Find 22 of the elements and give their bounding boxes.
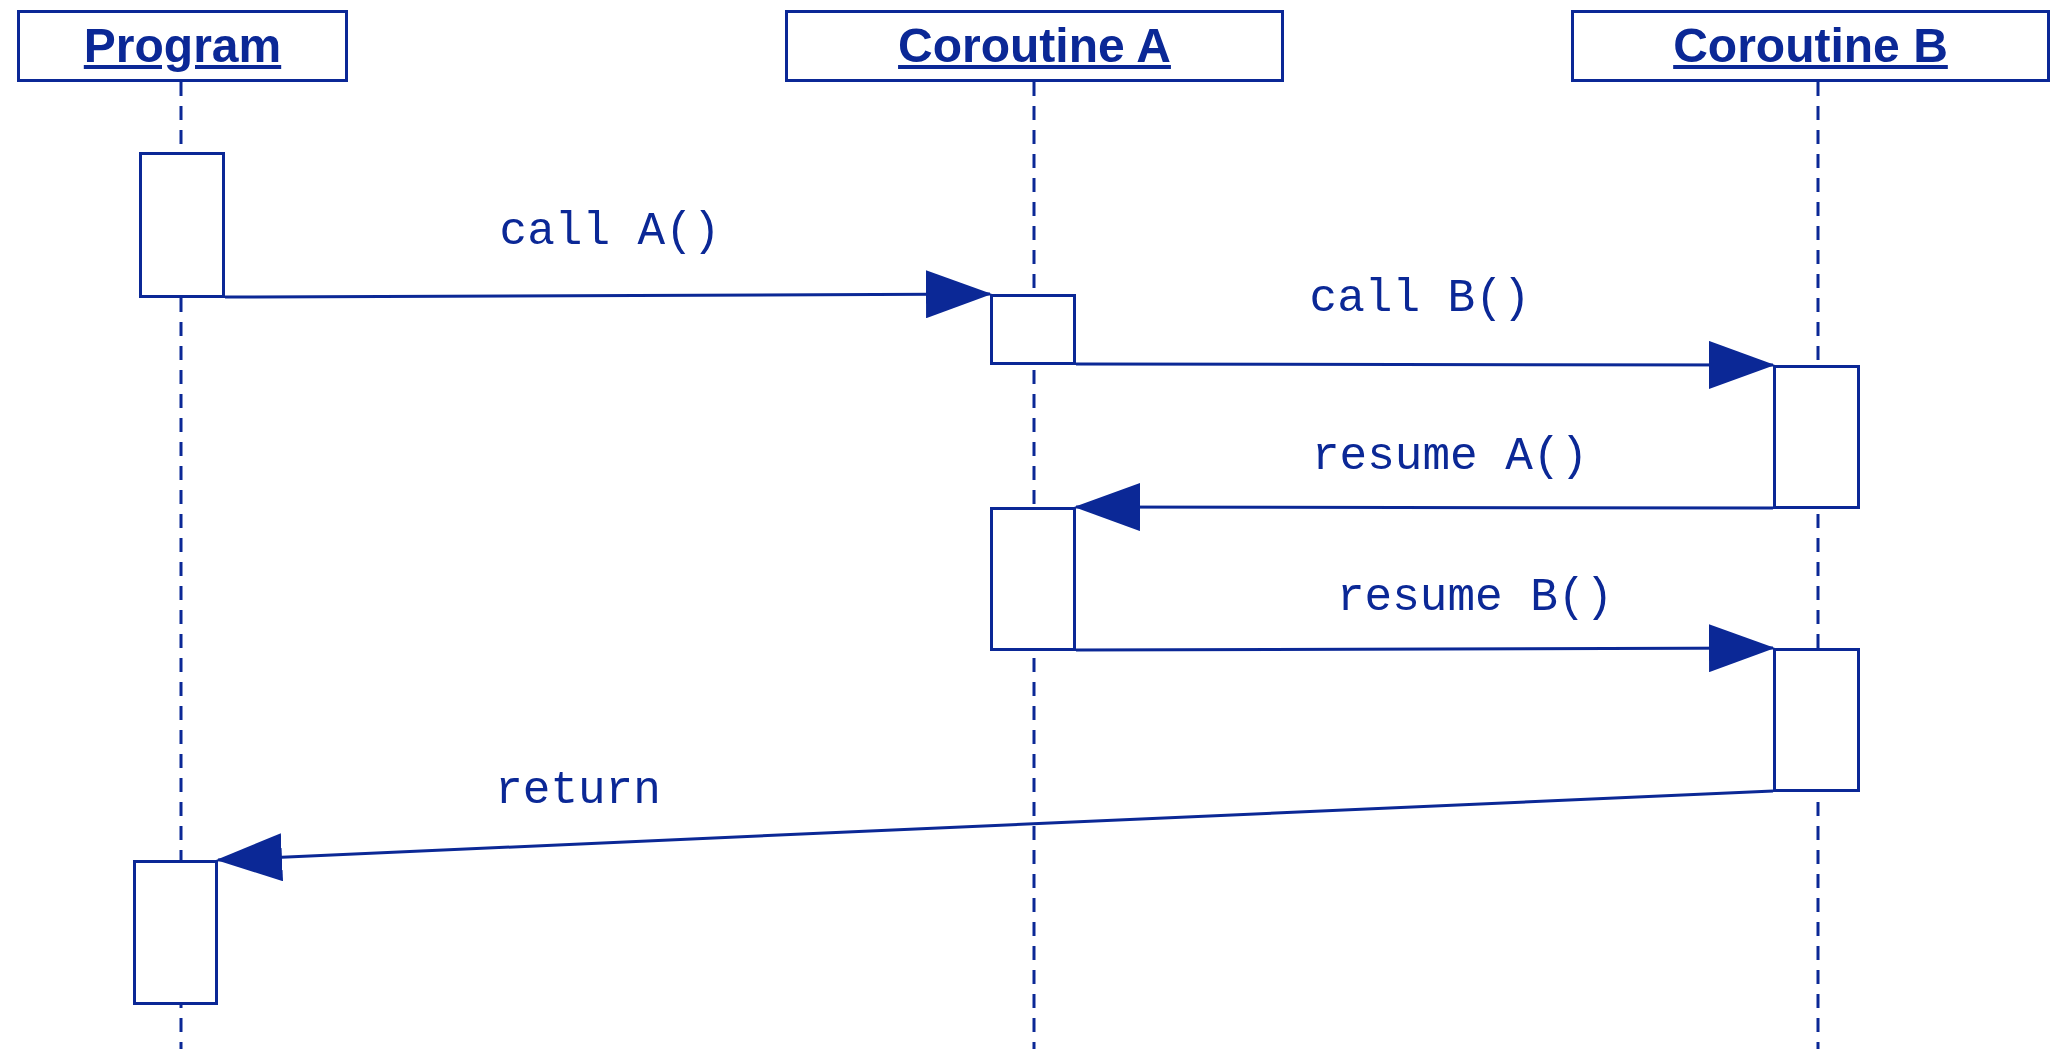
- participant-name: Coroutine A: [898, 22, 1171, 70]
- arrow: [1076, 340, 1775, 389]
- activation-box: [1773, 648, 1860, 792]
- edge-label: call B(): [1309, 276, 1531, 322]
- arrow: [1074, 483, 1773, 532]
- edge-label: return: [495, 768, 661, 814]
- activation-box: [990, 507, 1076, 651]
- participant-box: [17, 10, 348, 82]
- activation-box: [139, 152, 225, 298]
- edge-label: call A(): [499, 209, 721, 255]
- participant-box: [1571, 10, 2050, 82]
- activation-box: [990, 294, 1076, 365]
- activation-box: [133, 860, 218, 1005]
- edge-label: resume B(): [1337, 575, 1613, 621]
- participant-name: Program: [83, 22, 282, 70]
- participant-name: Coroutine B: [1673, 22, 1948, 70]
- arrow: [1076, 624, 1775, 673]
- participant-box: [785, 10, 1284, 82]
- activation-box: [1773, 365, 1860, 509]
- edge-label: resume A(): [1312, 434, 1588, 480]
- arrow: [216, 789, 1774, 882]
- arrow: [225, 270, 992, 319]
